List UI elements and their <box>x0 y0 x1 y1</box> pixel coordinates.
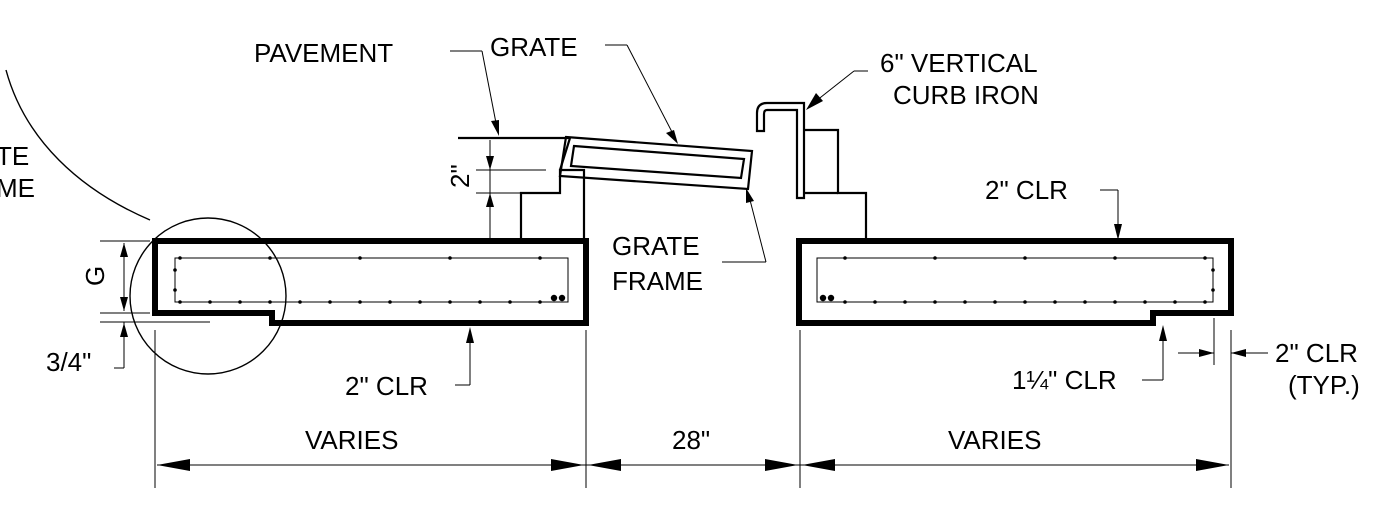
right-slab-bar-pair <box>827 294 835 302</box>
pavement-leader <box>450 50 499 136</box>
clr-typ-label-line2: (TYP.) <box>1288 370 1360 400</box>
grate-frame-left-line2: ME <box>0 173 35 203</box>
clr-bottom-left-label: 2" CLR <box>345 371 428 401</box>
left-slab-bar-pair <box>550 294 558 302</box>
rebar-dot <box>208 300 212 304</box>
rebar-dot <box>173 288 177 292</box>
rebar-dot <box>963 300 967 304</box>
clr-top-right-label: 2" CLR <box>985 175 1068 205</box>
rebar-dot <box>1203 256 1207 260</box>
right-slab-rebar-dots <box>843 256 1215 304</box>
rebar-dot <box>358 300 362 304</box>
clr-one-quarter-label: 1¼" CLR <box>1012 365 1117 395</box>
rebar-dot <box>1113 300 1117 304</box>
rebar-dot <box>178 256 182 260</box>
rebar-dot <box>1023 256 1027 260</box>
left-slab-rebar-dots <box>173 256 542 304</box>
rebar-dot <box>933 256 937 260</box>
gap-28-label: 28" <box>672 425 710 455</box>
rebar-dot <box>1023 300 1027 304</box>
curb-iron-leader <box>806 70 868 110</box>
clr-one-quarter-leader <box>1142 325 1167 381</box>
rebar-dot <box>1083 300 1087 304</box>
rebar-dot <box>538 300 542 304</box>
left-slab-rebar <box>174 257 569 303</box>
clr-bottom-left-leader <box>455 327 474 386</box>
rebar-dot <box>933 300 937 304</box>
two-inch-dimension <box>476 140 546 238</box>
two-inch-label: 2" <box>445 164 475 188</box>
clr-typ-dimension <box>1178 318 1268 365</box>
grate-frame-leader <box>722 188 767 263</box>
varies-left-label: VARIES <box>305 425 398 455</box>
rebar-dot <box>478 300 482 304</box>
rebar-dot <box>238 300 242 304</box>
rebar-dot <box>448 300 452 304</box>
rebar-dot <box>538 256 542 260</box>
grate-support-block <box>519 168 586 238</box>
rebar-dot <box>1053 300 1057 304</box>
g-label: G <box>80 266 110 286</box>
right-slab-bar-pair <box>819 294 827 302</box>
rebar-dot <box>1173 300 1177 304</box>
left-slab-outline <box>152 238 589 326</box>
grate-frame-label-line2: FRAME <box>612 266 703 296</box>
rebar-dot <box>268 300 272 304</box>
pavement-label: PAVEMENT <box>254 38 393 68</box>
three-quarter-dimension <box>100 321 210 369</box>
grate-frame-label-line1: GRATE <box>612 231 700 261</box>
rebar-dot <box>873 300 877 304</box>
rebar-dot <box>388 300 392 304</box>
rebar-dot <box>173 268 177 272</box>
g-dimension <box>100 240 150 314</box>
rebar-dot <box>508 300 512 304</box>
rebar-dot <box>448 256 452 260</box>
grate-label: GRATE <box>490 32 578 62</box>
rebar-dot <box>1211 288 1215 292</box>
curb-stepped-block <box>804 128 868 238</box>
clr-top-right-leader <box>1100 189 1122 240</box>
rebar-dot <box>178 300 182 304</box>
curb-iron-label-line1: 6" VERTICAL <box>880 48 1038 78</box>
rebar-dot <box>843 256 847 260</box>
three-quarter-label: 3/4" <box>46 347 91 377</box>
grate <box>558 135 754 191</box>
curb-iron <box>755 101 806 200</box>
rebar-dot <box>328 300 332 304</box>
rebar-dot <box>1211 268 1215 272</box>
rebar-dot <box>1113 256 1117 260</box>
rebar-dot <box>903 300 907 304</box>
right-slab-rebar <box>816 257 1214 303</box>
detail-callout-circle <box>129 217 287 375</box>
clr-typ-label-line1: 2" CLR <box>1275 338 1358 368</box>
rebar-dot <box>268 256 272 260</box>
left-slab-bar-pair <box>558 294 566 302</box>
rebar-dot <box>1143 300 1147 304</box>
rebar-dot <box>843 300 847 304</box>
rebar-dot <box>418 300 422 304</box>
rebar-dot <box>993 300 997 304</box>
detail-callout-arc <box>5 69 151 221</box>
varies-right-label: VARIES <box>948 425 1041 455</box>
bottom-dimension-line <box>157 459 1229 471</box>
curb-iron-label-line2: CURB IRON <box>893 80 1039 110</box>
right-slab-outline <box>796 238 1234 326</box>
rebar-dot <box>358 256 362 260</box>
grate-frame-left-line1: TE <box>0 141 29 171</box>
grate-leader <box>605 44 678 144</box>
rebar-dot <box>298 300 302 304</box>
rebar-dot <box>1203 300 1207 304</box>
